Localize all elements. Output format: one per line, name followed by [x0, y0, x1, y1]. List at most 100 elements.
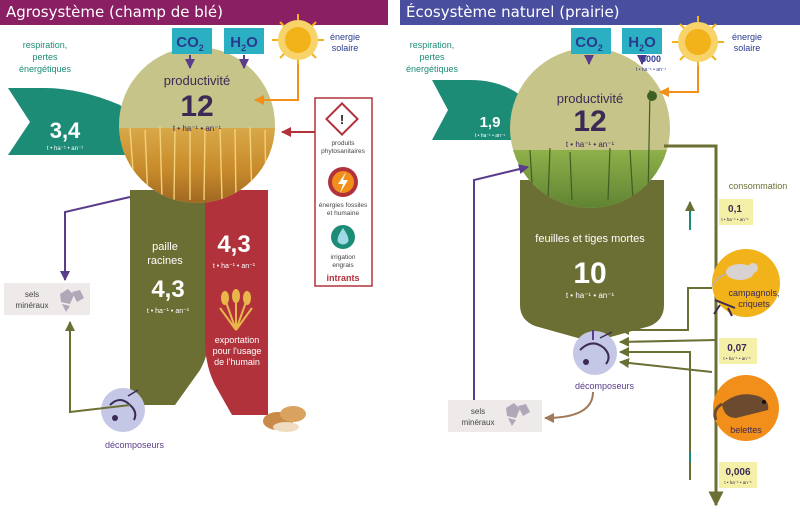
phyto-label-2: phytosanitaires [321, 148, 365, 155]
eco-campagnols-decomp-arrow [619, 287, 712, 335]
eco-decomposeurs-label: décomposeurs [575, 381, 635, 391]
agro-sun-icon [272, 14, 324, 66]
agro-resp-label-2: pertes [32, 52, 58, 62]
agro-sels-label-1: sels [25, 290, 39, 299]
eco-c2-box [719, 338, 757, 364]
agro-prod-value: 12 [180, 90, 213, 123]
eco-campagnols-label-2: criquets [738, 299, 770, 309]
eco-consommation-label: consommation [729, 181, 788, 191]
agro-title: Agrosystème (champ de blé) [0, 0, 388, 25]
agro-prod-label: productivité [164, 73, 230, 88]
eco-sels-label-2: minéraux [462, 418, 495, 427]
eco-c3-box [719, 462, 757, 488]
vole-cricket-icon [711, 249, 780, 317]
water-label-1: irrigation [331, 254, 356, 261]
svg-text:!: ! [340, 112, 344, 127]
phyto-label-1: produits [331, 140, 355, 147]
eco-sels-label-1: sels [471, 407, 485, 416]
agro-export-label-3: de l'humain [214, 357, 260, 367]
eco-sun-label-2: solaire [734, 43, 761, 53]
agro-intrants-box [314, 97, 373, 287]
eco-title: Écosystème naturel (prairie) [400, 0, 800, 25]
energy-label-2: et humaine [327, 210, 360, 217]
eco-campagnols-label-1: campagnols, [728, 288, 779, 298]
eco-consommation-line [664, 144, 724, 507]
eco-resp-label-3: énergétiques [406, 64, 459, 74]
eco-c2b-decomp-arrow [619, 358, 713, 373]
eco-sun-label-1: énergie [732, 32, 762, 42]
hazard-icon: ! [325, 102, 359, 136]
eco-minerals-icon [506, 403, 530, 426]
eco-mort-unit: t • ha⁻¹ • an⁻¹ [566, 291, 615, 300]
water-label-2: engrais [332, 262, 354, 269]
agro-resp-label-3: énergétiques [19, 64, 72, 74]
agro-paille-value: 4,3 [151, 276, 184, 303]
agro-prod-unit: t • ha⁻¹ • an⁻¹ [173, 124, 222, 133]
eco-h2o-box [622, 28, 662, 54]
bread-icon [263, 406, 306, 432]
eco-mort-label: feuilles et tiges mortes [535, 233, 645, 245]
agro-paille-label-2: racines [147, 255, 183, 267]
agro-sun-label-1: énergie [330, 32, 360, 42]
eco-c2-decomp-arrow [619, 336, 717, 347]
eco-resp-unit: t • ha⁻¹ • an⁻¹ [475, 133, 506, 139]
eco-decomp-sels-arrow [544, 391, 594, 423]
eco-c2-unit: t • ha⁻¹ • an⁻¹ [723, 356, 751, 361]
agro-resp-unit: t • ha⁻¹ • an⁻¹ [47, 146, 83, 152]
eco-sun-value: 5000 [641, 54, 661, 64]
weasel-icon [713, 375, 779, 441]
agro-paille-label-1: paille [152, 241, 178, 253]
eco-c1-box [719, 199, 753, 225]
agro-export-value: 4,3 [217, 231, 250, 258]
eco-sels-box [448, 400, 542, 432]
eco-mort-trunk [520, 180, 664, 340]
eco-co2-box [571, 28, 611, 54]
agro-productivity-circle [119, 47, 275, 203]
water-drop-icon [331, 225, 355, 249]
agro-resp-value: 3,4 [50, 118, 81, 143]
agro-sels-arrow [60, 196, 131, 281]
eco-decomposeurs-icon [573, 331, 617, 375]
agro-h2o-label: H2O [230, 34, 258, 53]
agro-decomposeurs-label: décomposeurs [105, 440, 165, 450]
intrants-label: intrants [326, 273, 359, 283]
lightning-icon [328, 167, 358, 197]
eco-sun-icon [672, 16, 724, 68]
eco-c3-unit: t • ha⁻¹ • an⁻¹ [724, 480, 752, 485]
eco-panel: 1,9 t • ha⁻¹ • an⁻¹ respiration, pertes … [406, 16, 788, 507]
eco-resp-value: 1,9 [480, 114, 501, 131]
agro-co2-label: CO2 [176, 34, 204, 53]
agro-sun-arrow [254, 64, 299, 105]
eco-prod-label: productivité [557, 91, 623, 106]
eco-c1-unit: t • ha⁻¹ • an⁻¹ [721, 217, 749, 222]
eco-belettes-label: belettes [730, 425, 762, 435]
energy-label-1: énergies fossiles [319, 202, 368, 209]
agro-paille-trunk [130, 190, 210, 405]
eco-sels-arrow [473, 164, 529, 400]
eco-sun-arrow [659, 66, 699, 97]
wheat-icon [219, 289, 253, 331]
eco-mort-value: 10 [573, 257, 606, 290]
agro-resp-label-1: respiration, [23, 40, 68, 50]
eco-co2-label: CO2 [575, 34, 603, 53]
agro-paille-unit: t • ha⁻¹ • an⁻¹ [147, 308, 190, 315]
eco-c3-value: 0,006 [725, 467, 750, 478]
eco-resp-label-2: pertes [419, 52, 445, 62]
agro-export-label-1: exportation [215, 335, 260, 345]
agro-panel: 3,4 t • ha⁻¹ • an⁻¹ respiration, pertes … [4, 14, 373, 450]
eco-c2-value: 0,07 [727, 343, 747, 354]
agro-decomp-arrow [65, 321, 131, 414]
agro-h2o-box [224, 28, 264, 54]
agro-co2-box [172, 28, 212, 54]
eco-prod-unit: t • ha⁻¹ • an⁻¹ [566, 140, 615, 149]
agro-minerals-icon [60, 289, 84, 312]
agro-export-unit: t • ha⁻¹ • an⁻¹ [213, 263, 256, 270]
agro-export-label-2: pour l'usage [213, 346, 262, 356]
agro-respiration-arrow [8, 88, 130, 155]
eco-c1-value: 0,1 [728, 204, 742, 215]
eco-sun-unit: t • ha⁻¹ • an⁻¹ [636, 67, 667, 73]
agro-decomposeurs-icon [101, 388, 145, 432]
agro-sun-label-2: solaire [332, 43, 359, 53]
